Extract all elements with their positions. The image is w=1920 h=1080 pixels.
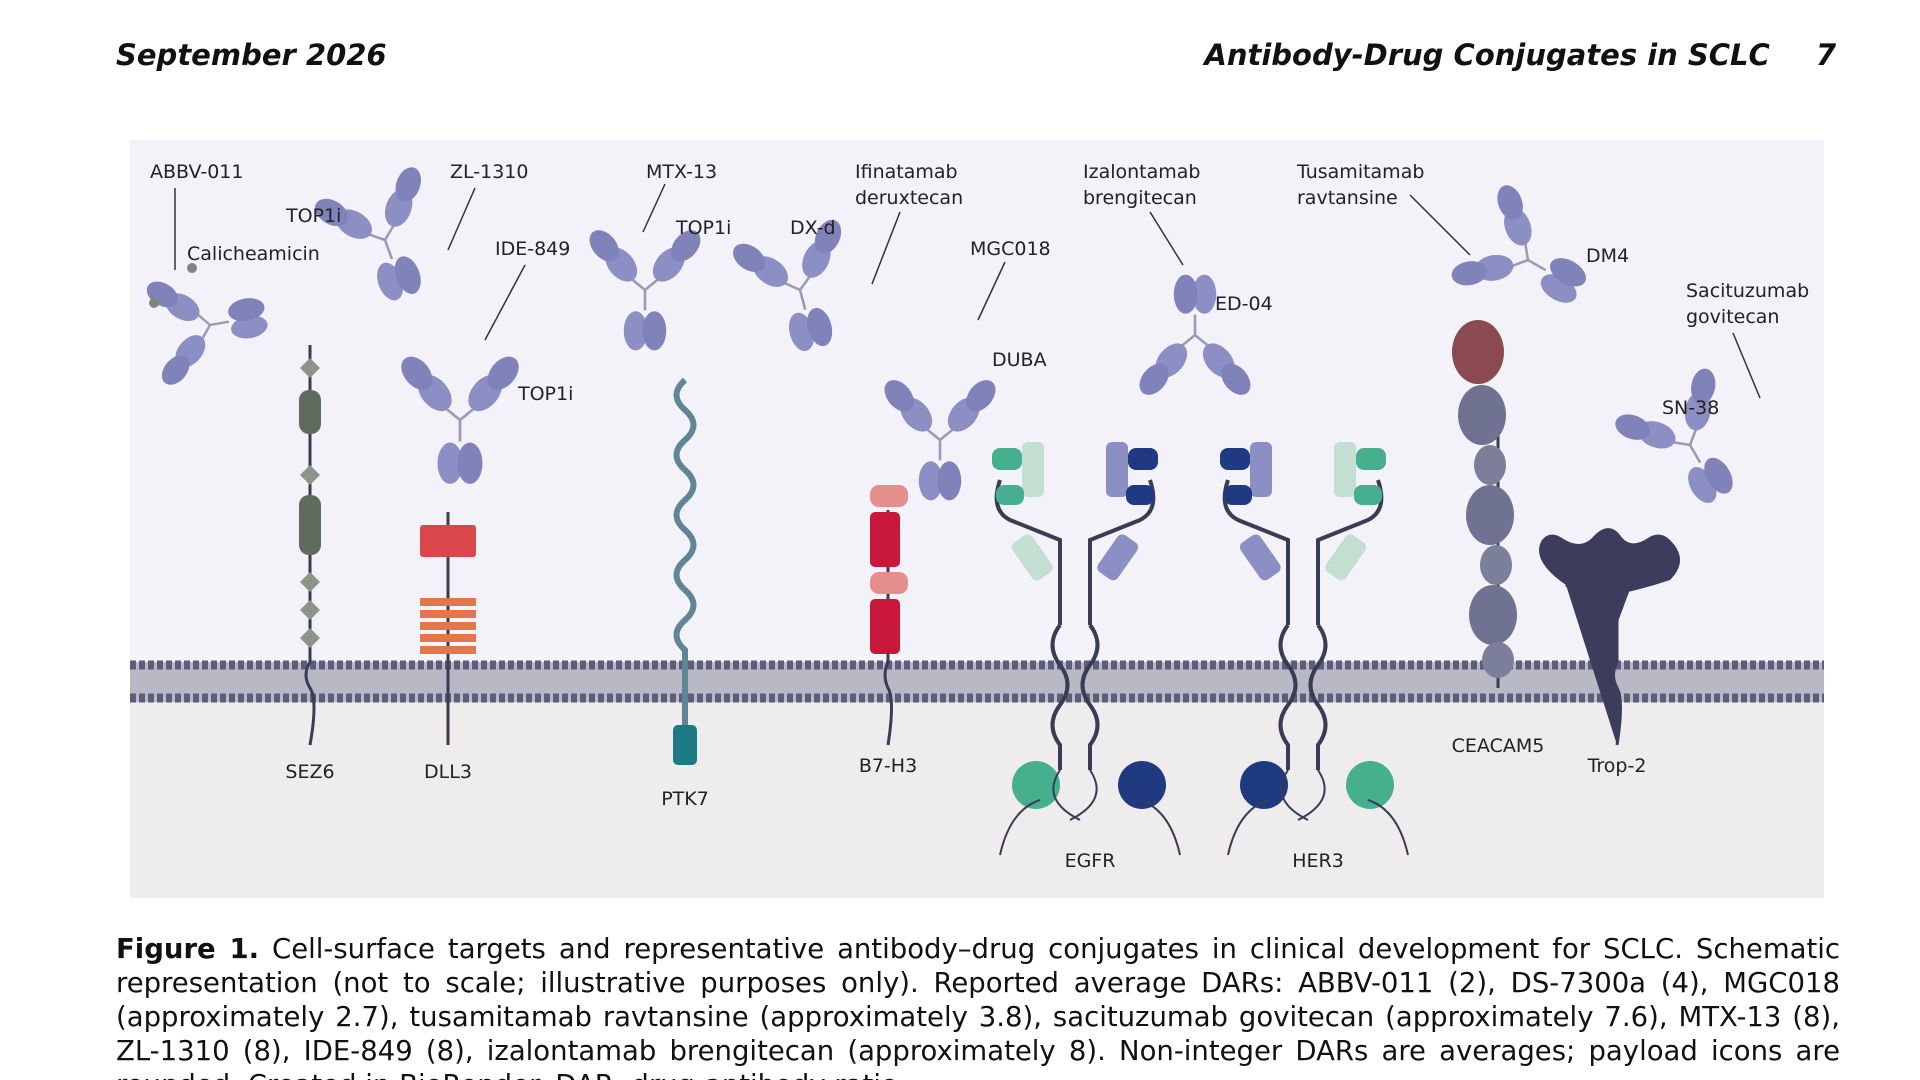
payload-label-dm4: DM4 (1586, 245, 1629, 267)
target-label-ptk7: PTK7 (661, 788, 709, 810)
payload-label-top1i-zl: TOP1i (285, 205, 341, 227)
page-number: 7 (1815, 38, 1836, 72)
zl-1310-antibody (303, 156, 476, 319)
target-label-trop-2: Trop-2 (1587, 755, 1647, 777)
sez6-receptor (299, 345, 321, 746)
drug-label-govitecan: govitecan (1686, 306, 1779, 328)
target-label-b7-h3: B7-H3 (859, 755, 917, 777)
drug-label-izalontamab: Izalontamab (1083, 161, 1200, 183)
mtx-13-antibody (582, 183, 708, 352)
drug-label-deruxtecan: deruxtecan (855, 187, 963, 209)
sacituzumab-govitecan-antibody (1602, 332, 1775, 530)
payload-label-ed-04: ED-04 (1215, 293, 1273, 315)
cell-membrane (130, 660, 1824, 703)
payload-label-sn-38: SN-38 (1662, 397, 1719, 419)
drug-label-zl-1310: ZL-1310 (450, 161, 528, 183)
payload-label-duba: DUBA (992, 349, 1047, 371)
target-label-egfr: EGFR (1065, 850, 1116, 872)
ptk7-receptor (673, 377, 697, 765)
tusamitamab-ravtansine-antibody (1409, 172, 1613, 345)
payload-label-dxd: DX-d (790, 217, 836, 239)
her3-receptor (1220, 442, 1409, 856)
ifinatamab-deruxtecan-antibody (722, 209, 901, 366)
payload-label-top1i-mtx: TOP1i (675, 217, 731, 239)
drug-label-mtx-13: MTX-13 (646, 161, 717, 183)
trop-2-receptor (1539, 528, 1680, 746)
b7-h3-receptor (870, 485, 908, 746)
header-right: Antibody-Drug Conjugates in SCLC 7 (1204, 38, 1836, 72)
payload-label-calicheamicin: Calicheamicin (187, 243, 320, 265)
drug-label-ravtansine: ravtansine (1297, 187, 1398, 209)
egfr-receptor (992, 442, 1181, 856)
izalontamab-brengitecan-antibody (1132, 211, 1258, 402)
figure-caption: Figure 1. Cell-surface targets and repre… (116, 932, 1840, 1080)
drug-label-ifinatamab: Ifinatamab (855, 161, 958, 183)
ceacam5-receptor (1452, 320, 1517, 688)
caption-text: Cell-surface targets and representative … (116, 933, 1840, 1080)
drug-label-brengitecan: brengitecan (1083, 187, 1197, 209)
drug-label-mgc018: MGC018 (970, 238, 1051, 260)
mgc018-antibody (877, 261, 1006, 502)
target-label-her3: HER3 (1292, 850, 1344, 872)
page-header: September 2026 Antibody-Drug Conjugates … (116, 38, 1836, 78)
header-date: September 2026 (116, 38, 387, 72)
figure-1-schematic: ABBV-011 ZL-1310 IDE-849 MTX-13 Ifinatam… (130, 140, 1824, 898)
target-label-sez6: SEZ6 (285, 761, 334, 783)
drug-label-abbv-011: ABBV-011 (150, 161, 244, 183)
running-title: Antibody-Drug Conjugates in SCLC (1204, 38, 1770, 72)
target-label-ceacam5: CEACAM5 (1452, 735, 1545, 757)
dll3-receptor (420, 512, 476, 745)
abbv-011-antibody (138, 188, 278, 394)
drug-label-tusamitamab: Tusamitamab (1296, 161, 1424, 183)
ide-849-antibody (393, 264, 527, 486)
payload-label-top1i-ide: TOP1i (517, 383, 573, 405)
drug-label-ide-849: IDE-849 (495, 238, 570, 260)
caption-label: Figure 1. (116, 933, 260, 965)
drug-label-sacituzumab: Sacituzumab (1686, 280, 1809, 302)
target-label-dll3: DLL3 (424, 761, 472, 783)
